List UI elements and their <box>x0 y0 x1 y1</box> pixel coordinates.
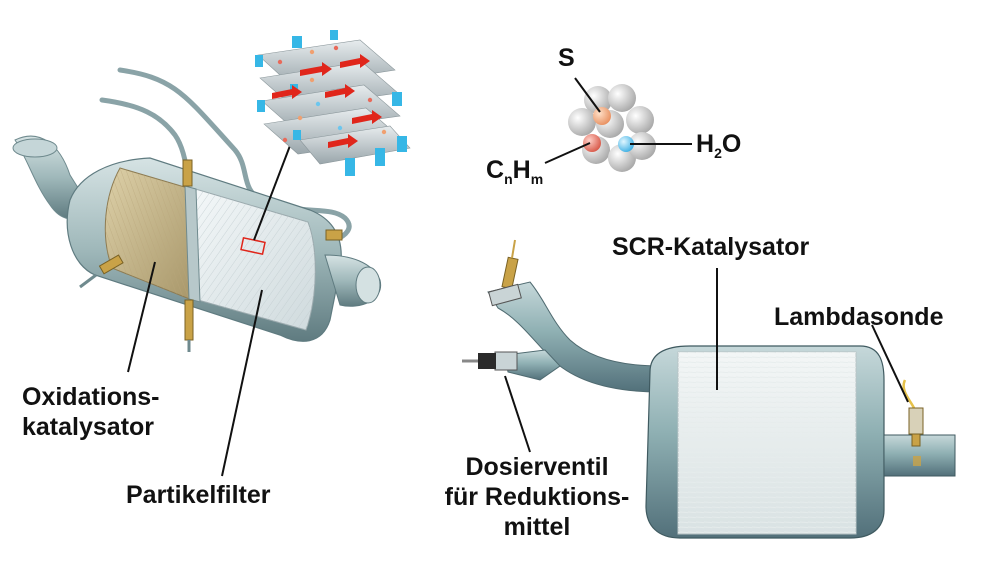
outlet-opening <box>355 266 381 304</box>
dosing-valve-label: Dosierventil für Reduktions- mittel <box>442 452 632 542</box>
dosing-label-line3: mittel <box>503 513 571 541</box>
lambda-sensor-label: Lambdasonde <box>774 303 944 331</box>
dosing-valve <box>462 351 518 371</box>
oxidation-label-line1: Oxidations- <box>22 383 160 411</box>
hydrocarbon-particle <box>583 134 601 152</box>
hc-h: H <box>512 156 531 184</box>
water-particle <box>618 136 634 152</box>
sulfur-particle <box>593 107 611 125</box>
filter-channel-inset <box>255 30 411 176</box>
oxidation-catalyst-label: Oxidations- katalysator <box>22 382 160 442</box>
filter-detail-marker <box>240 236 266 256</box>
hc-n-subscript: n <box>504 171 513 187</box>
dpf-assembly <box>12 67 382 352</box>
water-h: H <box>696 130 715 158</box>
hc-c: C <box>486 156 505 184</box>
hc-m-subscript: m <box>530 171 544 187</box>
molecule-cluster <box>544 77 692 172</box>
water-o: O <box>721 130 742 158</box>
scr-assembly <box>462 239 956 539</box>
lambda-sensor <box>902 379 924 466</box>
sulfur-label: S <box>558 44 575 72</box>
lambda-leader <box>871 324 909 403</box>
dosing-leader <box>504 375 531 453</box>
dosing-label-line2: für Reduktions- <box>444 483 630 511</box>
sulfur-leader <box>574 77 601 113</box>
inset-leader-line <box>253 129 297 241</box>
scr-outlet-pipe <box>883 434 956 477</box>
inlet-opening <box>12 138 58 158</box>
filter-leader <box>221 289 263 477</box>
oxidation-label-line2: katalysator <box>22 413 155 441</box>
dpf-sensor-bosses <box>79 159 343 352</box>
dpf-flange <box>184 185 201 303</box>
hc-leader <box>544 142 591 164</box>
soot-particles <box>277 45 387 143</box>
scr-catalyst-label: SCR-Katalysator <box>612 233 810 261</box>
water-subscript: 2 <box>714 145 722 161</box>
inlet-sensor <box>488 239 522 307</box>
particle-filter-label: Partikelfilter <box>126 481 271 509</box>
dosing-label-line1: Dosierventil <box>465 453 609 481</box>
flow-arrows <box>272 54 382 148</box>
water-label: H2O <box>696 130 741 161</box>
hydrocarbon-label: CnHm <box>486 156 543 187</box>
oxidation-leader <box>127 261 156 373</box>
